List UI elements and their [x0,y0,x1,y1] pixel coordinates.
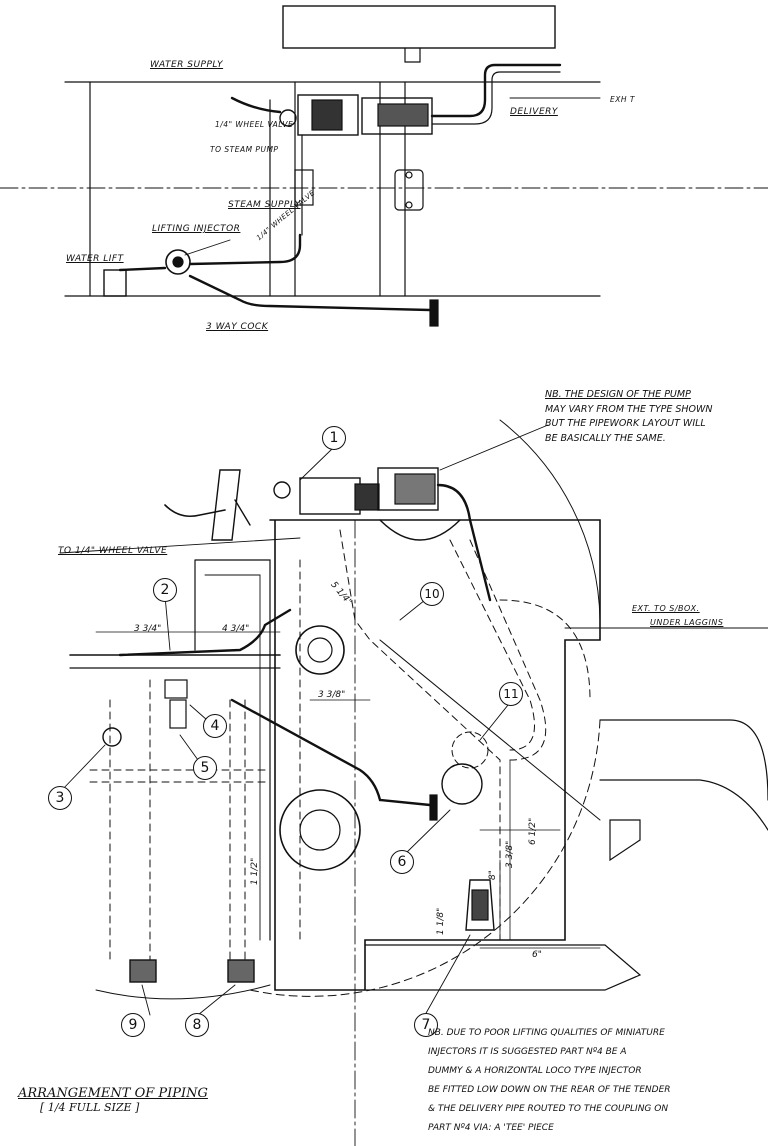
dim-4-3-4: 4 3/4" [222,624,250,634]
note-pump-line-4: BE BASICALLY THE SAME. [545,432,666,444]
drawing-scale: [ 1/4 FULL SIZE ] [40,1101,140,1114]
label-to-steam-pump: TO STEAM PUMP [210,145,279,154]
callout-5: 5 [193,756,217,780]
label-ext-to-sbox: EXT. TO S/BOX. [632,604,700,613]
drawing-title: ARRANGEMENT OF PIPING [18,1086,208,1101]
dim-3-3-8: 3 3/8" [318,690,346,700]
label-water-supply: WATER SUPPLY [150,60,224,70]
label-under-laggins: UNDER LAGGINS [650,618,724,627]
dim-3-3-4: 3 3/4" [134,624,162,634]
note-injectors-line-3: DUMMY & A HORIZONTAL LOCO TYPE INJECTOR [428,1066,642,1076]
note-pump-line-1: NB. THE DESIGN OF THE PUMP [545,389,691,400]
callout-3: 3 [48,786,72,810]
callout-10: 10 [420,582,444,606]
callout-9: 9 [121,1013,145,1037]
note-pump-line-3: BUT THE PIPEWORK LAYOUT WILL [545,418,706,429]
note-injectors-line-6: PART Nº4 VIA: A 'TEE' PIECE [428,1123,554,1133]
note-injectors: NB. DUE TO POOR LIFTING QUALITIES OF MIN… [428,1024,671,1138]
dim-1-1-8: 1 1/8" [436,907,446,935]
dim-8: 8" [488,870,498,880]
label-to-wheel-valve: TO 1/4" WHEEL VALVE [58,546,168,556]
dim-1-1-2: 1 1/2" [250,857,260,885]
note-injectors-line-1: NB. DUE TO POOR LIFTING QUALITIES OF MIN… [428,1028,665,1038]
note-injectors-line-5: & THE DELIVERY PIPE ROUTED TO THE COUPLI… [428,1104,669,1114]
label-delivery: DELIVERY [510,107,558,117]
drawing-title-block: ARRANGEMENT OF PIPING [ 1/4 FULL SIZE ] [18,1086,208,1114]
callout-11: 11 [499,682,523,706]
note-injectors-line-4: BE FITTED LOW DOWN ON THE REAR OF THE TE… [428,1085,671,1095]
dim-3-3-8b: 3 3/8" [505,840,515,868]
callout-4: 4 [203,714,227,738]
callout-8: 8 [185,1013,209,1037]
callout-2: 2 [153,578,177,602]
note-pump-design: NB. THE DESIGN OF THE PUMP MAY VARY FROM… [545,388,713,446]
callout-1: 1 [322,426,346,450]
elevation-view [59,239,768,1146]
dim-6: 6" [532,950,542,960]
label-three-way-cock: 3 WAY COCK [206,322,269,332]
callout-7: 7 [414,1013,438,1037]
note-pump-line-2: MAY VARY FROM THE TYPE SHOWN [545,403,713,415]
label-lifting-injector: LIFTING INJECTOR [152,224,241,234]
label-exh: EXH T [610,95,635,104]
label-steam-supply: STEAM SUPPLY [228,200,301,210]
label-wheel-valve-top: 1/4" WHEEL VALVE [215,120,294,129]
label-water-lift: WATER LIFT [66,254,124,264]
plan-view [0,5,768,327]
callout-6: 6 [390,850,414,874]
note-injectors-line-2: INJECTORS IT IS SUGGESTED PART Nº4 BE A [428,1047,627,1057]
dim-6-1-2: 6 1/2" [528,817,538,845]
